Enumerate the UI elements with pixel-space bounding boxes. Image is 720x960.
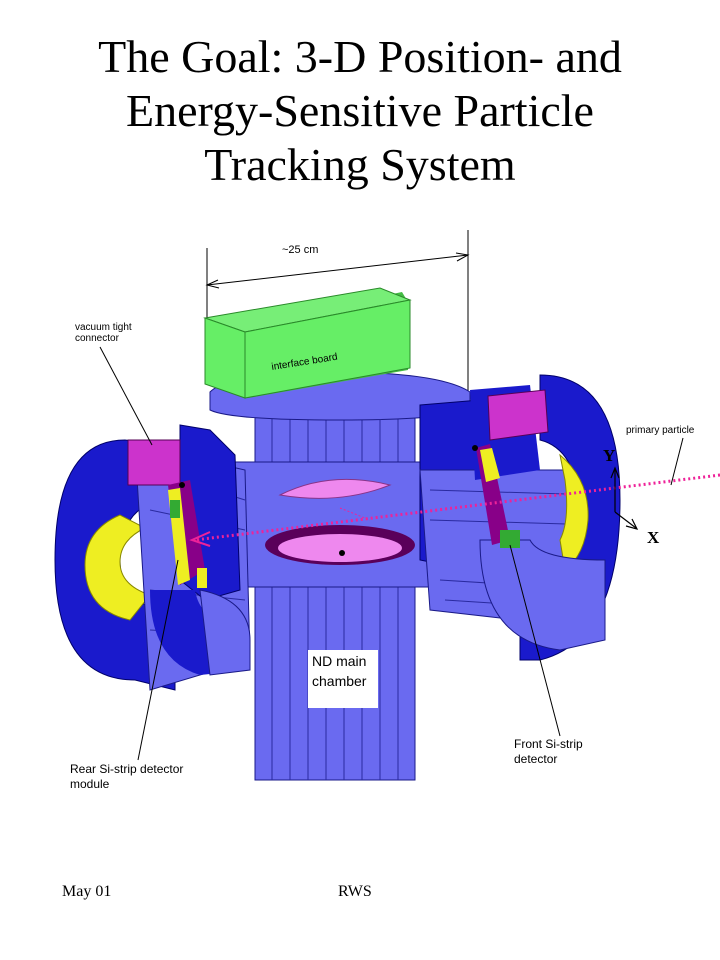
primary-particle-leader (670, 437, 684, 486)
title-line-3: Tracking System (204, 139, 516, 190)
rear-detector-leader (137, 559, 179, 761)
front-detector-leader (509, 544, 561, 737)
slide-title: The Goal: 3-D Position- and Energy-Sensi… (60, 30, 660, 192)
connector-label-line2: connector (75, 333, 120, 344)
title-line-1: The Goal: 3-D Position- and (98, 31, 622, 82)
particle-track (189, 473, 720, 547)
axis-indicator (610, 466, 639, 530)
primary-particle-label: primary particle (626, 425, 695, 436)
interface-board (203, 287, 412, 399)
chamber-label-line2: chamber (312, 673, 367, 689)
front-detector-label-line2: detector (514, 752, 557, 766)
dimension-label: ~25 cm (282, 244, 318, 256)
footer-author: RWS (338, 883, 372, 900)
axis-y-label: Y (603, 446, 615, 465)
chamber-label-box (308, 650, 378, 708)
rear-detector-label-line1: Rear Si-strip detector (70, 762, 183, 776)
footer-date: May 01 (62, 883, 112, 900)
front-detector-label-line1: Front Si-strip (514, 737, 583, 751)
title-line-2: Energy-Sensitive Particle (126, 85, 594, 136)
connector-leader (99, 346, 153, 446)
connector-label-line1: vacuum tight (75, 322, 132, 333)
left-flange (54, 424, 251, 691)
chamber-label-line1: ND main (312, 653, 366, 669)
axis-x-label: X (647, 528, 660, 547)
rear-detector-label-line2: module (70, 777, 110, 791)
detector-diagram: ~25 cm interface board (54, 230, 720, 791)
right-flange (419, 374, 621, 661)
